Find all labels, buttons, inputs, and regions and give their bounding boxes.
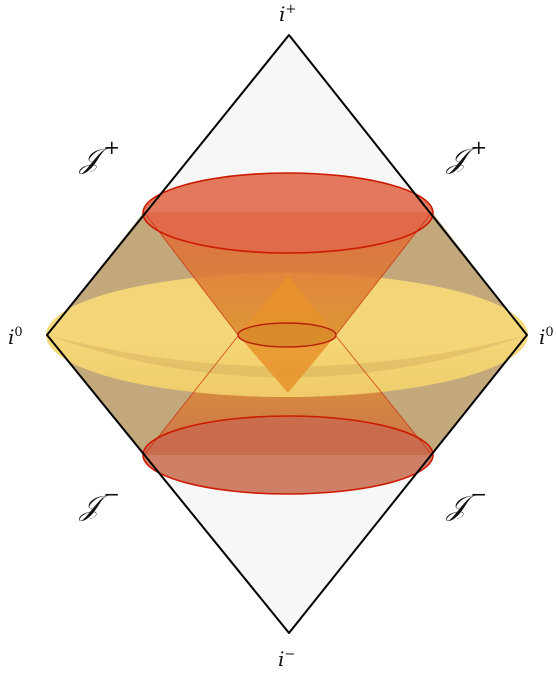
cone-edge-lr: [335, 335, 433, 456]
cone-edge-ul: [143, 211, 239, 336]
label-scri-plus-left: 𝒥+: [78, 135, 120, 175]
lower-cone-base: [142, 415, 434, 495]
label-i-zero-right: i0: [539, 325, 554, 349]
upper-cone-top: [142, 172, 434, 254]
label-scri-plus-right: 𝒥+: [445, 135, 487, 175]
label-scri-minus-left: 𝒥−: [78, 482, 120, 522]
penrose-diamond-outline: [46, 34, 528, 634]
cone-waist: [237, 322, 337, 348]
label-scri-minus-right: 𝒥−: [445, 482, 487, 522]
label-i-minus: i−: [278, 647, 295, 671]
slice-lower-rim: [47, 335, 527, 378]
label-i-zero-left: i0: [8, 325, 23, 349]
label-i-plus: i+: [279, 2, 296, 26]
cone-edge-ur: [335, 211, 433, 336]
cone-edge-ll: [143, 335, 239, 456]
